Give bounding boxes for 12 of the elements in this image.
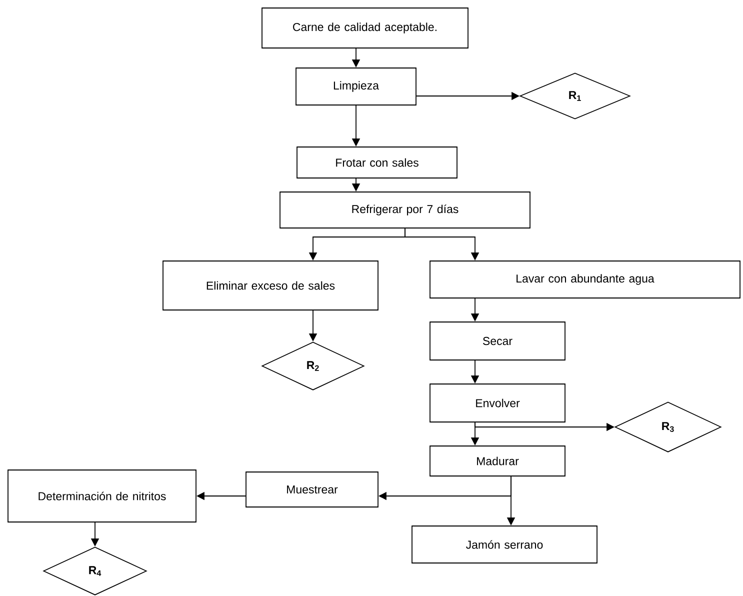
- process-box: Determinación de nitritos: [8, 470, 196, 522]
- process-box: Muestrear: [246, 472, 378, 508]
- process-box: Limpieza: [296, 68, 416, 106]
- process-box: Madurar: [430, 446, 566, 476]
- process-box: Secar: [430, 322, 566, 360]
- process-box: Carne de calidad aceptable.: [262, 8, 468, 48]
- process-box: Frotar con sales: [296, 146, 458, 178]
- process-box: Lavar con abundante agua: [430, 260, 740, 298]
- process-box: Eliminar exceso de sales: [162, 260, 378, 310]
- process-box: Jamón serrano: [412, 526, 598, 564]
- process-box: Refrigerar por 7 días: [280, 192, 530, 228]
- process-box: Envolver: [430, 384, 566, 422]
